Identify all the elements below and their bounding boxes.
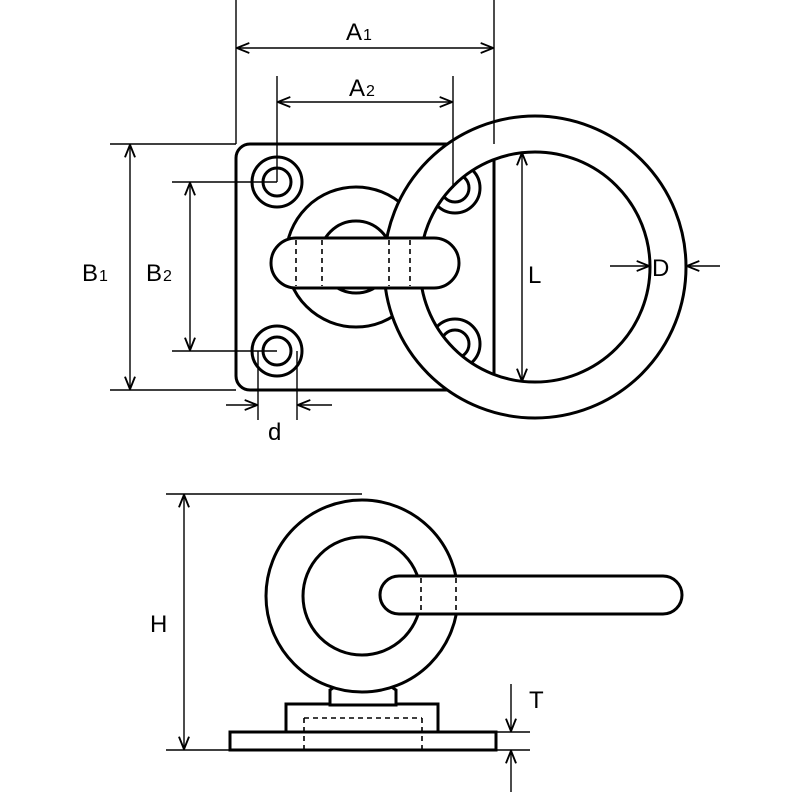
- label-T: T: [529, 687, 544, 714]
- label-A2: A2: [349, 75, 375, 102]
- side-ring-bar: [378, 574, 684, 616]
- label-d: d: [268, 419, 281, 446]
- top-view: A1 A2 B1 B2 L D d: [82, 0, 720, 446]
- label-L: L: [528, 262, 541, 289]
- side-view: H T: [150, 493, 684, 792]
- label-B2: B2: [146, 260, 172, 287]
- label-D: D: [652, 255, 669, 282]
- ring-pin: [269, 236, 461, 290]
- side-base-plate: [228, 730, 498, 752]
- label-B1: B1: [82, 260, 108, 287]
- label-H: H: [150, 611, 167, 638]
- label-A1: A1: [346, 19, 372, 46]
- lifting-ring: [382, 114, 688, 420]
